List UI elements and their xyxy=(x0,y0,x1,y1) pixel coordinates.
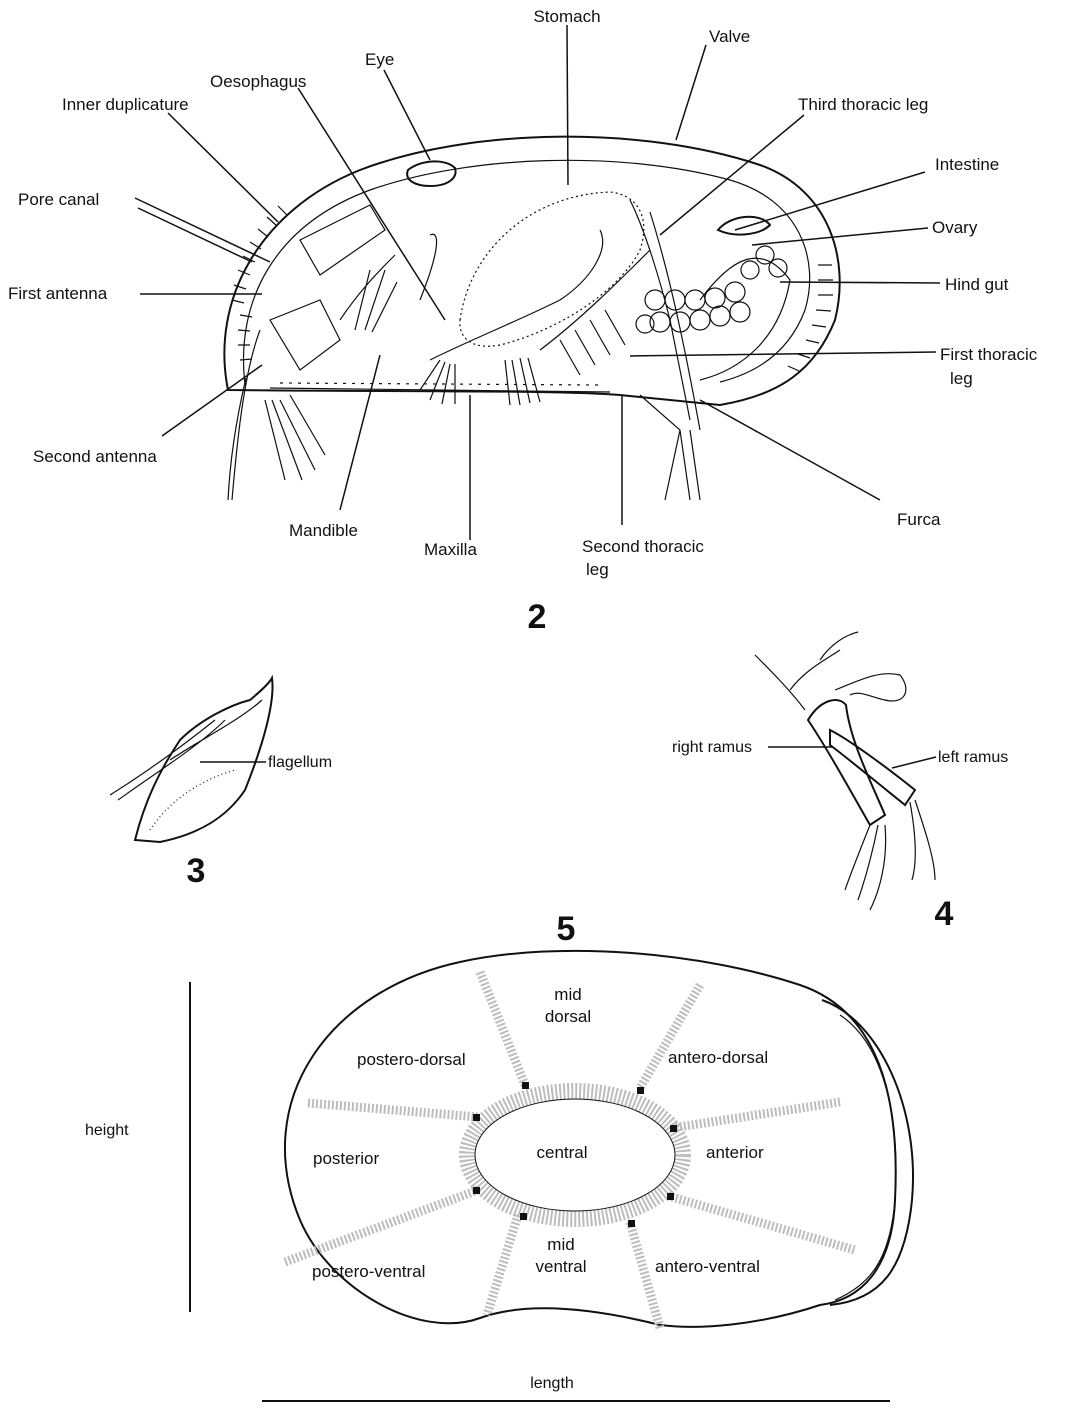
stomach-outline xyxy=(460,192,644,346)
figure-4-drawing: right ramus left ramus 4 xyxy=(672,632,1008,933)
label-right-ramus: right ramus xyxy=(672,739,752,756)
valve-outline xyxy=(224,137,839,405)
right-ramus xyxy=(808,700,885,825)
figure-number-5: 5 xyxy=(557,910,576,948)
label-hind-gut: Hind gut xyxy=(945,275,1009,294)
zone-central: central xyxy=(536,1143,587,1162)
intestine xyxy=(718,217,770,235)
pore-canal-ticks xyxy=(232,206,833,371)
figure-2-drawing: Stomach Valve Eye Oesophagus Inner dupli… xyxy=(8,7,1038,636)
left-ramus-leader xyxy=(892,757,936,768)
zone-mid-ventral-2: ventral xyxy=(535,1257,586,1276)
zone-posterior: posterior xyxy=(313,1149,379,1168)
label-third-thoracic-leg: Third thoracic leg xyxy=(798,95,928,114)
figure-number-4: 4 xyxy=(935,895,954,933)
label-second-thoracic-leg-1: Second thoracic xyxy=(582,537,704,556)
label-first-thoracic-leg-1: First thoracic xyxy=(940,345,1038,364)
label-first-thoracic-leg-2: leg xyxy=(950,369,973,388)
label-height: height xyxy=(85,1122,129,1139)
label-length: length xyxy=(530,1375,574,1392)
left-ramus xyxy=(830,730,915,805)
figure-5-drawing: 5 height length xyxy=(85,910,913,1401)
label-oesophagus: Oesophagus xyxy=(210,72,306,91)
appendages xyxy=(228,200,790,500)
zone-mid-ventral-1: mid xyxy=(547,1235,574,1254)
zone-antero-ventral: antero-ventral xyxy=(655,1257,760,1276)
figure-3-drawing: flagellum 3 xyxy=(110,678,332,890)
label-ovary: Ovary xyxy=(932,218,978,237)
label-left-ramus: left ramus xyxy=(938,749,1008,766)
label-maxilla: Maxilla xyxy=(424,540,477,559)
label-valve: Valve xyxy=(709,27,750,46)
figure-number-3: 3 xyxy=(187,852,206,890)
label-mandible: Mandible xyxy=(289,521,358,540)
zone-mid-dorsal-2: dorsal xyxy=(545,1007,591,1026)
zone-anterior: anterior xyxy=(706,1143,764,1162)
label-pore-canal: Pore canal xyxy=(18,190,99,209)
label-second-thoracic-leg-2: leg xyxy=(586,560,609,579)
label-second-antenna: Second antenna xyxy=(33,447,157,466)
zone-antero-dorsal: antero-dorsal xyxy=(668,1048,768,1067)
label-stomach: Stomach xyxy=(533,7,600,26)
label-intestine: Intestine xyxy=(935,155,999,174)
figure-number-2: 2 xyxy=(528,598,547,636)
zone-mid-dorsal-1: mid xyxy=(554,985,581,1004)
zone-postero-dorsal: postero-dorsal xyxy=(357,1050,466,1069)
label-first-antenna: First antenna xyxy=(8,284,108,303)
label-eye: Eye xyxy=(365,50,394,69)
label-flagellum: flagellum xyxy=(268,754,332,771)
zone-postero-ventral: postero-ventral xyxy=(312,1262,425,1281)
flagellum-appendage xyxy=(135,678,273,842)
label-furca: Furca xyxy=(897,510,941,529)
anterior-rim xyxy=(822,1000,913,1305)
label-inner-duplicature: Inner duplicature xyxy=(62,95,189,114)
